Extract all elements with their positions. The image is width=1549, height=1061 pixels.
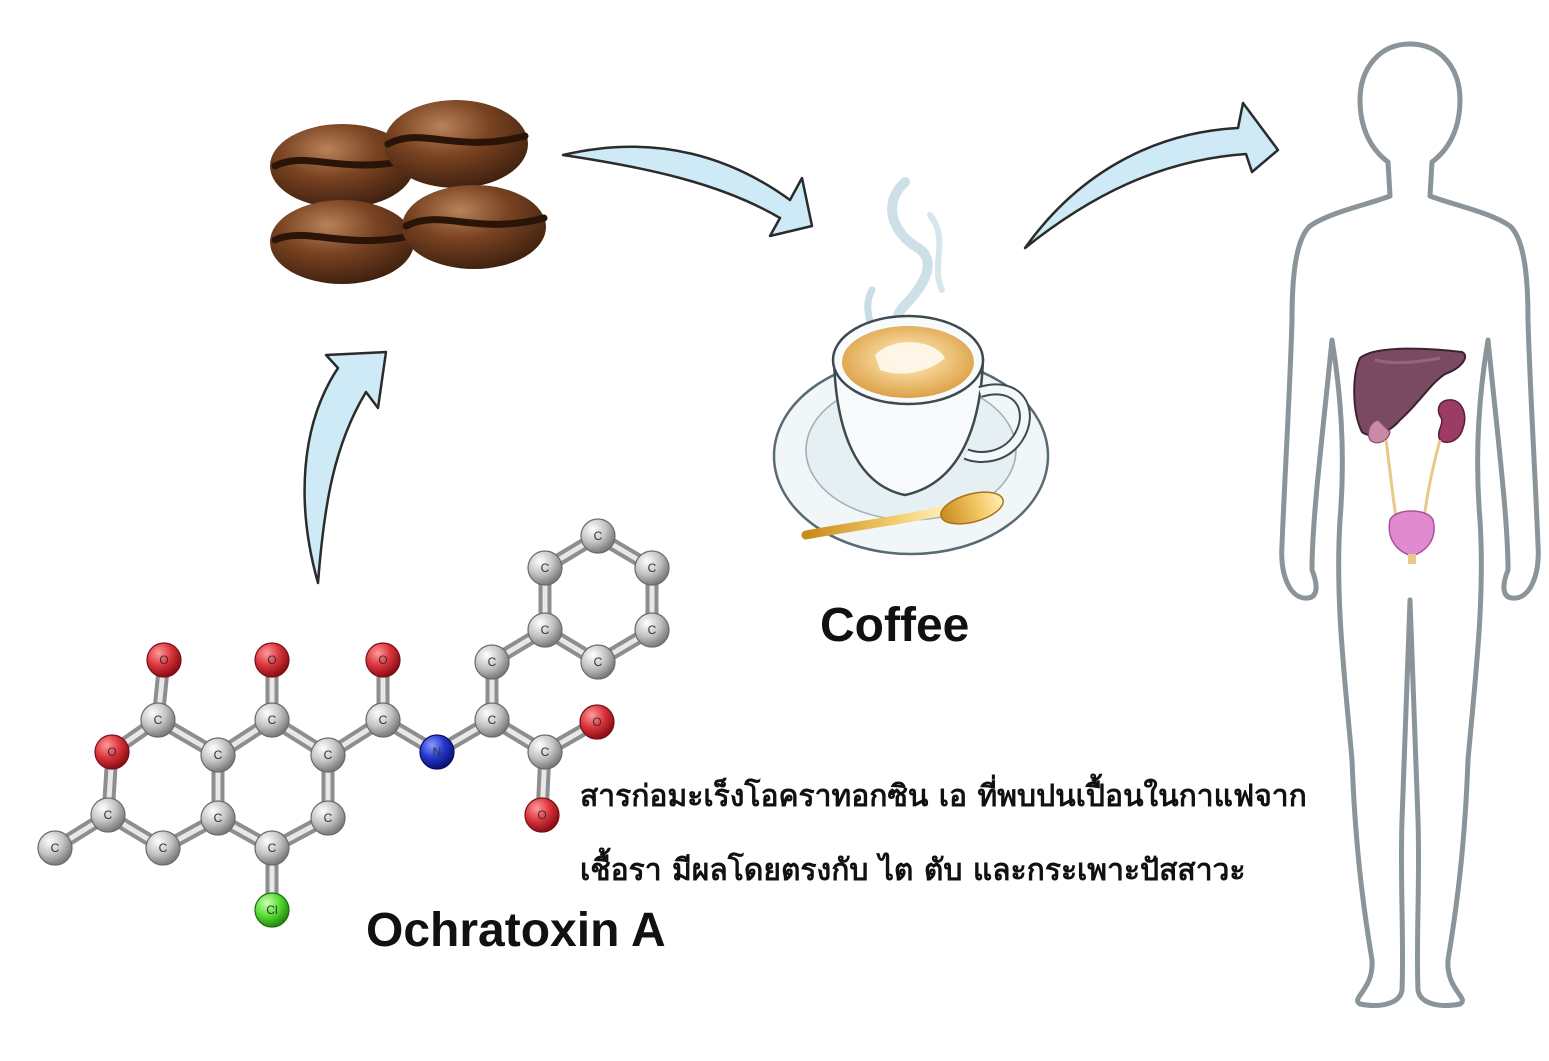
atom-carbon	[474, 702, 510, 738]
atom-label: C	[268, 713, 277, 727]
atom-nitrogen	[419, 734, 455, 770]
atom-label: C	[488, 655, 497, 669]
atom-label: C	[648, 561, 657, 575]
atom-carbon	[580, 644, 616, 680]
coffee-bean-icon	[384, 100, 529, 188]
atom-oxygen	[94, 734, 130, 770]
atom-label: C	[104, 808, 113, 822]
atom-label: O	[592, 715, 601, 729]
atom-oxygen	[579, 704, 615, 740]
atom-chlorine	[254, 892, 290, 928]
atom-oxygen	[146, 642, 182, 678]
atom-label: C	[324, 811, 333, 825]
atom-carbon	[310, 800, 346, 836]
atom-carbon	[90, 797, 126, 833]
atom-carbon	[145, 830, 181, 866]
atom-carbon	[527, 734, 563, 770]
atom-oxygen	[524, 797, 560, 833]
atom-carbon	[634, 550, 670, 586]
description-line-1: สารก่อมะเร็งโอคราทอกซิน เอ ที่พบปนเปื้อน…	[580, 779, 1307, 814]
atom-label: C	[268, 841, 277, 855]
human-body-icon	[1279, 41, 1541, 1008]
atom-carbon	[254, 702, 290, 738]
atom-label: C	[541, 623, 550, 637]
atom-carbon	[527, 550, 563, 586]
kidney-icon	[1367, 399, 1466, 444]
atom-label: C	[594, 655, 603, 669]
atom-label: O	[537, 808, 546, 822]
atom-label: C	[324, 748, 333, 762]
description-line-2: เชื้อรา มีผลโดยตรงกับ ไต ตับ และกระเพาะป…	[580, 853, 1246, 888]
atom-label: C	[541, 745, 550, 759]
bladder-icon	[1388, 510, 1435, 564]
atom-carbon	[365, 702, 401, 738]
atom-carbon	[474, 644, 510, 680]
atom-label: C	[648, 623, 657, 637]
atom-label: C	[379, 713, 388, 727]
arrow-beans-to-coffee	[561, 145, 814, 238]
coffee-bean-icon	[270, 124, 414, 208]
atom-carbon	[200, 737, 236, 773]
atom-label: C	[488, 713, 497, 727]
atom-carbon	[310, 737, 346, 773]
atom-carbon	[580, 518, 616, 554]
coffee-beans	[270, 100, 548, 284]
atom-carbon	[634, 612, 670, 648]
atom-label: C	[159, 841, 168, 855]
coffee-bean-icon	[270, 200, 414, 284]
atom-label: O	[267, 653, 276, 667]
atom-label: C	[51, 841, 60, 855]
coffee-cup-icon	[772, 177, 1050, 556]
atom-label: N	[433, 745, 442, 759]
atom-carbon	[254, 830, 290, 866]
atom-carbon	[527, 612, 563, 648]
coffee-label: Coffee	[820, 599, 970, 652]
atom-carbon	[200, 800, 236, 836]
coffee-bean-icon	[402, 185, 548, 269]
atom-label: O	[159, 653, 168, 667]
atom-label: O	[107, 745, 116, 759]
atom-label: O	[378, 653, 387, 667]
atom-label: C	[154, 713, 163, 727]
atom-label: Cl	[266, 903, 277, 917]
atom-label: C	[594, 529, 603, 543]
atom-label: C	[214, 811, 223, 825]
liver-icon	[1353, 347, 1467, 437]
arrow-molecule-to-beans	[303, 350, 388, 585]
ochratoxin-molecule: C C C O O O O C C C C C C C C Cl N C C C O O C C C C C C	[37, 518, 670, 928]
atom-label: C	[214, 748, 223, 762]
atom-oxygen	[365, 642, 401, 678]
atom-oxygen	[254, 642, 290, 678]
atom-label: C	[541, 561, 550, 575]
atom-carbon	[37, 830, 73, 866]
arrow-coffee-to-body	[1023, 101, 1280, 250]
description-text: สารก่อมะเร็งโอคราทอกซิน เอ ที่พบปนเปื้อน…	[580, 760, 1420, 908]
ochratoxin-label: Ochratoxin A	[366, 904, 666, 957]
atom-carbon	[140, 702, 176, 738]
